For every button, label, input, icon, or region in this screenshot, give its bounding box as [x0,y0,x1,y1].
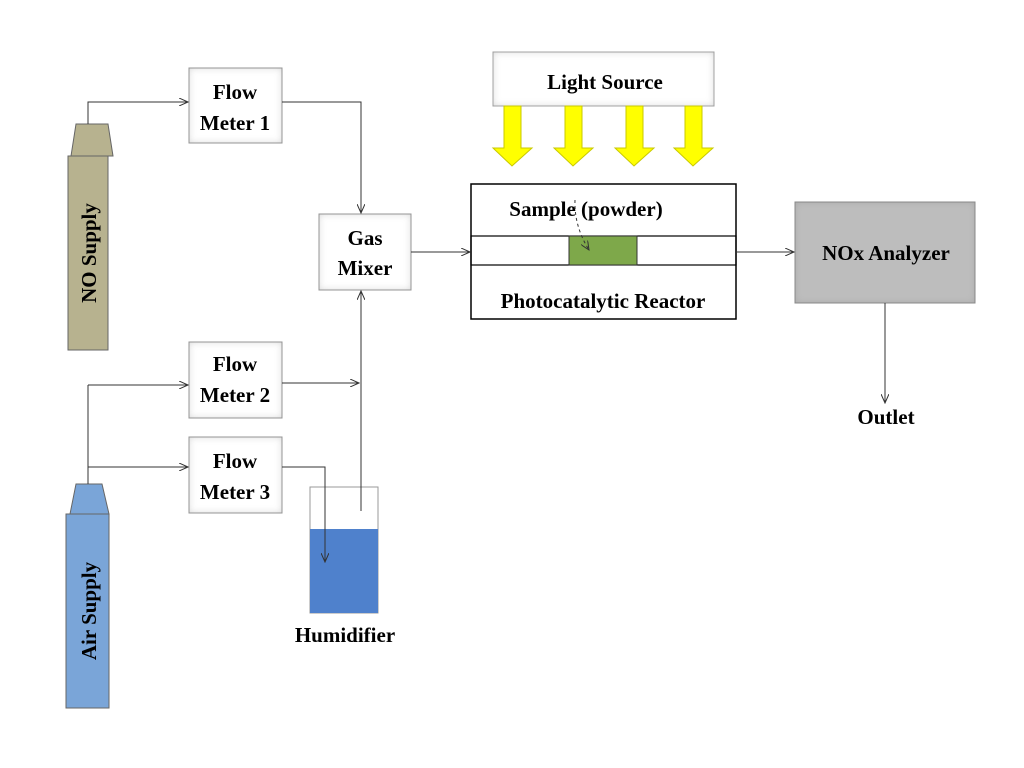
flow-meter-1-box [188,67,283,144]
light-arrow-3 [613,105,656,167]
gas-mixer-line2: Mixer [338,256,393,280]
humidifier-label: Humidifier [295,623,395,647]
air-cylinder-body [65,513,110,709]
sample-pointer-arrow [574,199,589,250]
gas-mixer-line1: Gas [347,226,382,250]
flow-meter-3: Flow Meter 3 [188,436,283,514]
flow-meter-2-line1: Flow [213,352,258,376]
humidifier: Humidifier [295,486,395,647]
no-supply-cylinder: NO Supply [67,123,114,351]
flow-meter-3-line2: Meter 3 [200,480,270,504]
flow-meter-1-line1: Flow [213,80,258,104]
connectors [87,101,885,562]
flow-meter-1-to-mixer-line [282,101,361,213]
sample-powder [568,235,638,266]
light-arrow-2 [552,105,595,167]
sample-label: Sample (powder) [509,197,662,221]
air-supply-cylinder: Air Supply [65,483,110,709]
no-cylinder-cap [70,123,114,157]
flow-meter-2-line2: Meter 2 [200,383,270,407]
light-arrows [491,105,715,167]
nox-analyzer-box [794,201,976,304]
photocatalytic-reactor: Sample (powder) Photocatalytic Reactor [470,183,737,320]
flow-meter-3-box [188,436,283,514]
gas-mixer: Gas Mixer [318,213,412,291]
gas-mixer-box [318,213,412,291]
no-to-flow-meter-1-line [87,102,188,124]
reactor-label: Photocatalytic Reactor [501,289,706,313]
light-arrow-1 [491,105,534,167]
air-supply-label: Air Supply [77,561,101,660]
nox-analyzer-label: NOx Analyzer [822,241,950,265]
flow-meter-3-to-humidifier-line [282,466,325,562]
flow-meter-1: Flow Meter 1 [188,67,283,144]
flow-meter-3-line1: Flow [213,449,258,473]
outlet-label: Outlet [857,405,914,429]
flow-meter-1-line2: Meter 1 [200,111,270,135]
nox-analyzer: NOx Analyzer [794,201,976,304]
flow-meter-2: Flow Meter 2 [188,341,283,419]
light-source: Light Source [492,51,715,107]
air-cylinder-cap [69,483,110,515]
no-cylinder-body [67,155,109,351]
humidifier-water [310,529,378,613]
light-source-label: Light Source [547,70,663,94]
light-source-box [492,51,715,107]
light-arrow-4 [672,105,715,167]
no-supply-label: NO Supply [77,203,101,303]
flow-meter-2-box [188,341,283,419]
